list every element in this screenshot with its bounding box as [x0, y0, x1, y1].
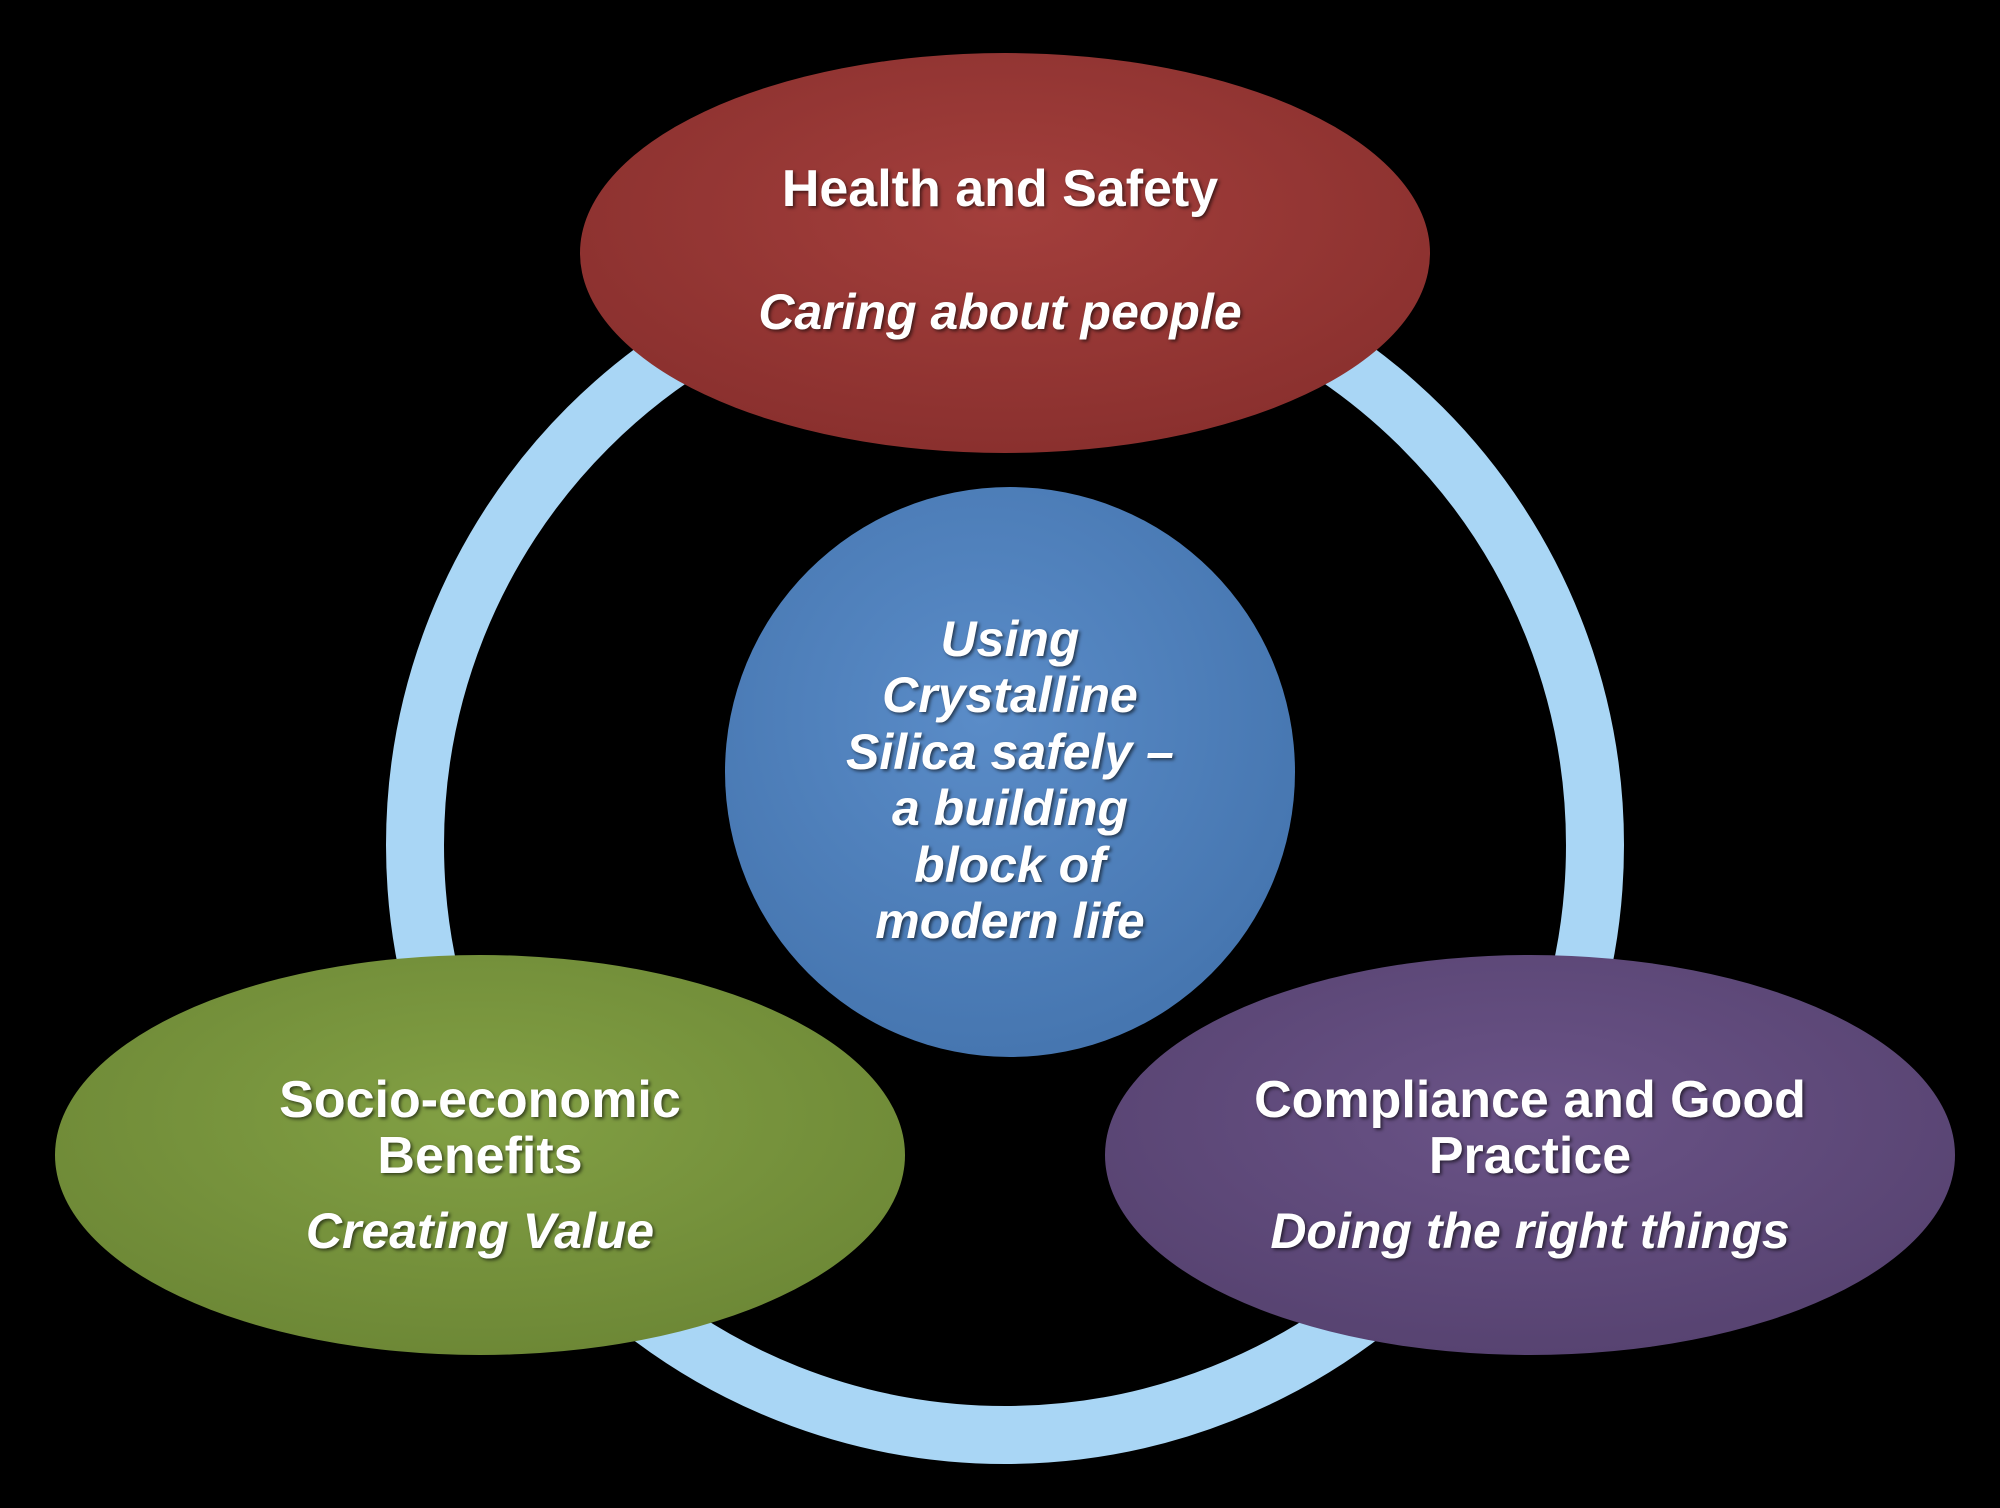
central-line: Silica safely – [845, 723, 1174, 780]
compliance-title-line1: Compliance and Good [1254, 1070, 1806, 1129]
socio-economic-title-line2: Benefits [377, 1127, 583, 1185]
health-and-safety-subtitle: Caring about people [758, 284, 1242, 341]
health-and-safety-title: Health and Safety [781, 159, 1219, 218]
center-circle [725, 487, 1295, 1057]
socio-economic-title-line1: Socio-economic [279, 1070, 681, 1129]
left-ellipse [55, 955, 905, 1355]
compliance-title-line2: Practice [1428, 1127, 1632, 1185]
socio-economic-subtitle: Creating Value [305, 1203, 655, 1260]
top-ellipse [580, 53, 1430, 453]
compliance-subtitle: Doing the right things [1270, 1203, 1790, 1260]
central-line: block of [914, 836, 1106, 893]
central-line: Using [940, 610, 1080, 667]
central-message: Using Crystalline Silica safely – a buil… [760, 590, 1260, 970]
central-line: modern life [875, 893, 1145, 949]
health-and-safety-node: Health and Safety Caring about people [600, 120, 1400, 380]
socio-economic-node: Socio-economic Benefits Creating Value [90, 1030, 870, 1300]
compliance-node: Compliance and Good Practice Doing the r… [1110, 1030, 1950, 1300]
central-line: a building [891, 780, 1129, 836]
central-line: Crystalline [882, 667, 1138, 723]
right-ellipse [1105, 955, 1955, 1355]
